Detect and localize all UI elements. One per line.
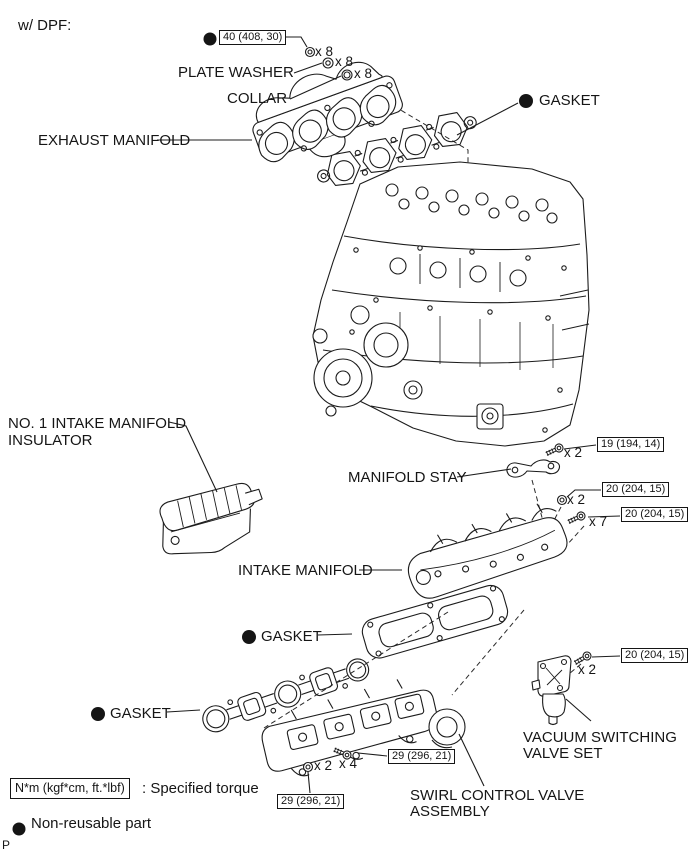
torque-spec-vsv-bolt: 20 (204, 15) bbox=[621, 648, 689, 663]
label-manifold-stay: MANIFOLD STAY bbox=[348, 469, 467, 486]
qty-stay-bolt: x 2 bbox=[564, 445, 583, 460]
washer-nut-icon bbox=[556, 494, 568, 506]
camshaft-lobes bbox=[385, 183, 558, 224]
variant-label: w/ DPF: bbox=[18, 17, 72, 34]
bolt-icon bbox=[567, 511, 586, 524]
manifold-stay-drawing bbox=[506, 459, 560, 478]
oil-pan-detail bbox=[476, 403, 504, 430]
insulator-drawing bbox=[159, 482, 263, 555]
intake-gasket-upper-drawing bbox=[361, 584, 509, 659]
label-gasket-intake-upper: GASKET bbox=[261, 628, 322, 645]
label-exhaust-manifold: EXHAUST MANIFOLD bbox=[38, 132, 191, 149]
bolt-icon bbox=[545, 443, 564, 456]
block-bolts bbox=[349, 245, 567, 433]
engine-drawing bbox=[312, 161, 590, 447]
exhaust-manifold-drawing bbox=[252, 61, 403, 163]
collar-icon bbox=[341, 69, 353, 81]
qty-collar: x 8 bbox=[354, 66, 373, 81]
swirl-control-valve-drawing bbox=[261, 679, 438, 777]
non-reusable-bullet bbox=[242, 630, 256, 644]
nut-icon bbox=[304, 46, 316, 58]
non-reusable-bullet bbox=[12, 822, 26, 836]
qty-swirl-bolt: x 4 bbox=[339, 756, 358, 771]
qty-plate-washer: x 8 bbox=[335, 54, 354, 69]
non-reusable-bullet bbox=[91, 707, 105, 721]
nut-icon bbox=[302, 761, 314, 773]
bolt-icon bbox=[573, 651, 592, 665]
front-pulleys bbox=[312, 305, 423, 417]
exhaust-gasket-drawing bbox=[317, 112, 477, 187]
legend-non-reusable: Non-reusable part bbox=[31, 815, 152, 832]
torque-spec-swirl-bolt: 29 (296, 21) bbox=[388, 749, 456, 764]
non-reusable-bullet bbox=[203, 32, 217, 46]
label-insulator-line1: NO. 1 INTAKE MANIFOLD bbox=[8, 415, 187, 432]
torque-spec-intake-bolt: 20 (204, 15) bbox=[621, 507, 689, 522]
label-plate-washer: PLATE WASHER bbox=[178, 64, 294, 81]
qty-intake-nut: x 2 bbox=[567, 492, 586, 507]
page-letter: P bbox=[2, 838, 11, 852]
torque-spec-exhaust-nut: 40 (408, 30) bbox=[219, 30, 287, 45]
qty-vsv-bolt: x 2 bbox=[578, 662, 597, 677]
non-reusable-bullet bbox=[519, 94, 533, 108]
label-gasket-intake-lower: GASKET bbox=[110, 705, 171, 722]
head-ports bbox=[389, 254, 527, 292]
intake-gasket-lower-drawing bbox=[202, 658, 370, 733]
torque-spec-intake-nut: 20 (204, 15) bbox=[602, 482, 670, 497]
leader-lines bbox=[157, 36, 621, 794]
label-gasket-exhaust: GASKET bbox=[539, 92, 600, 109]
legend-torque-description: : Specified torque bbox=[142, 780, 259, 797]
bolt-icon bbox=[333, 747, 352, 760]
legend-torque-unit-box: N*m (kgf*cm, ft.*lbf) bbox=[10, 778, 130, 799]
intake-manifold-drawing bbox=[407, 503, 568, 599]
qty-swirl-nut: x 2 bbox=[314, 758, 333, 773]
qty-intake-bolt: x 7 bbox=[589, 514, 608, 529]
swirl-valve-actuator bbox=[428, 708, 466, 749]
label-insulator-line2: INSULATOR bbox=[8, 432, 93, 449]
label-collar: COLLAR bbox=[227, 90, 288, 107]
vsv-drawing bbox=[531, 655, 572, 726]
label-swirl-line2: ASSEMBLY bbox=[410, 803, 490, 820]
torque-spec-stay-bolt: 19 (194, 14) bbox=[597, 437, 665, 452]
qty-exhaust-nut: x 8 bbox=[315, 44, 334, 59]
torque-spec-swirl-nut: 29 (296, 21) bbox=[277, 794, 345, 809]
label-swirl-line1: SWIRL CONTROL VALVE bbox=[410, 787, 585, 804]
plate-washer-icon bbox=[322, 57, 334, 69]
label-vsv-line2: VALVE SET bbox=[523, 745, 603, 762]
label-vsv-line1: VACUUM SWITCHING bbox=[523, 729, 677, 746]
label-intake-manifold: INTAKE MANIFOLD bbox=[238, 562, 373, 579]
